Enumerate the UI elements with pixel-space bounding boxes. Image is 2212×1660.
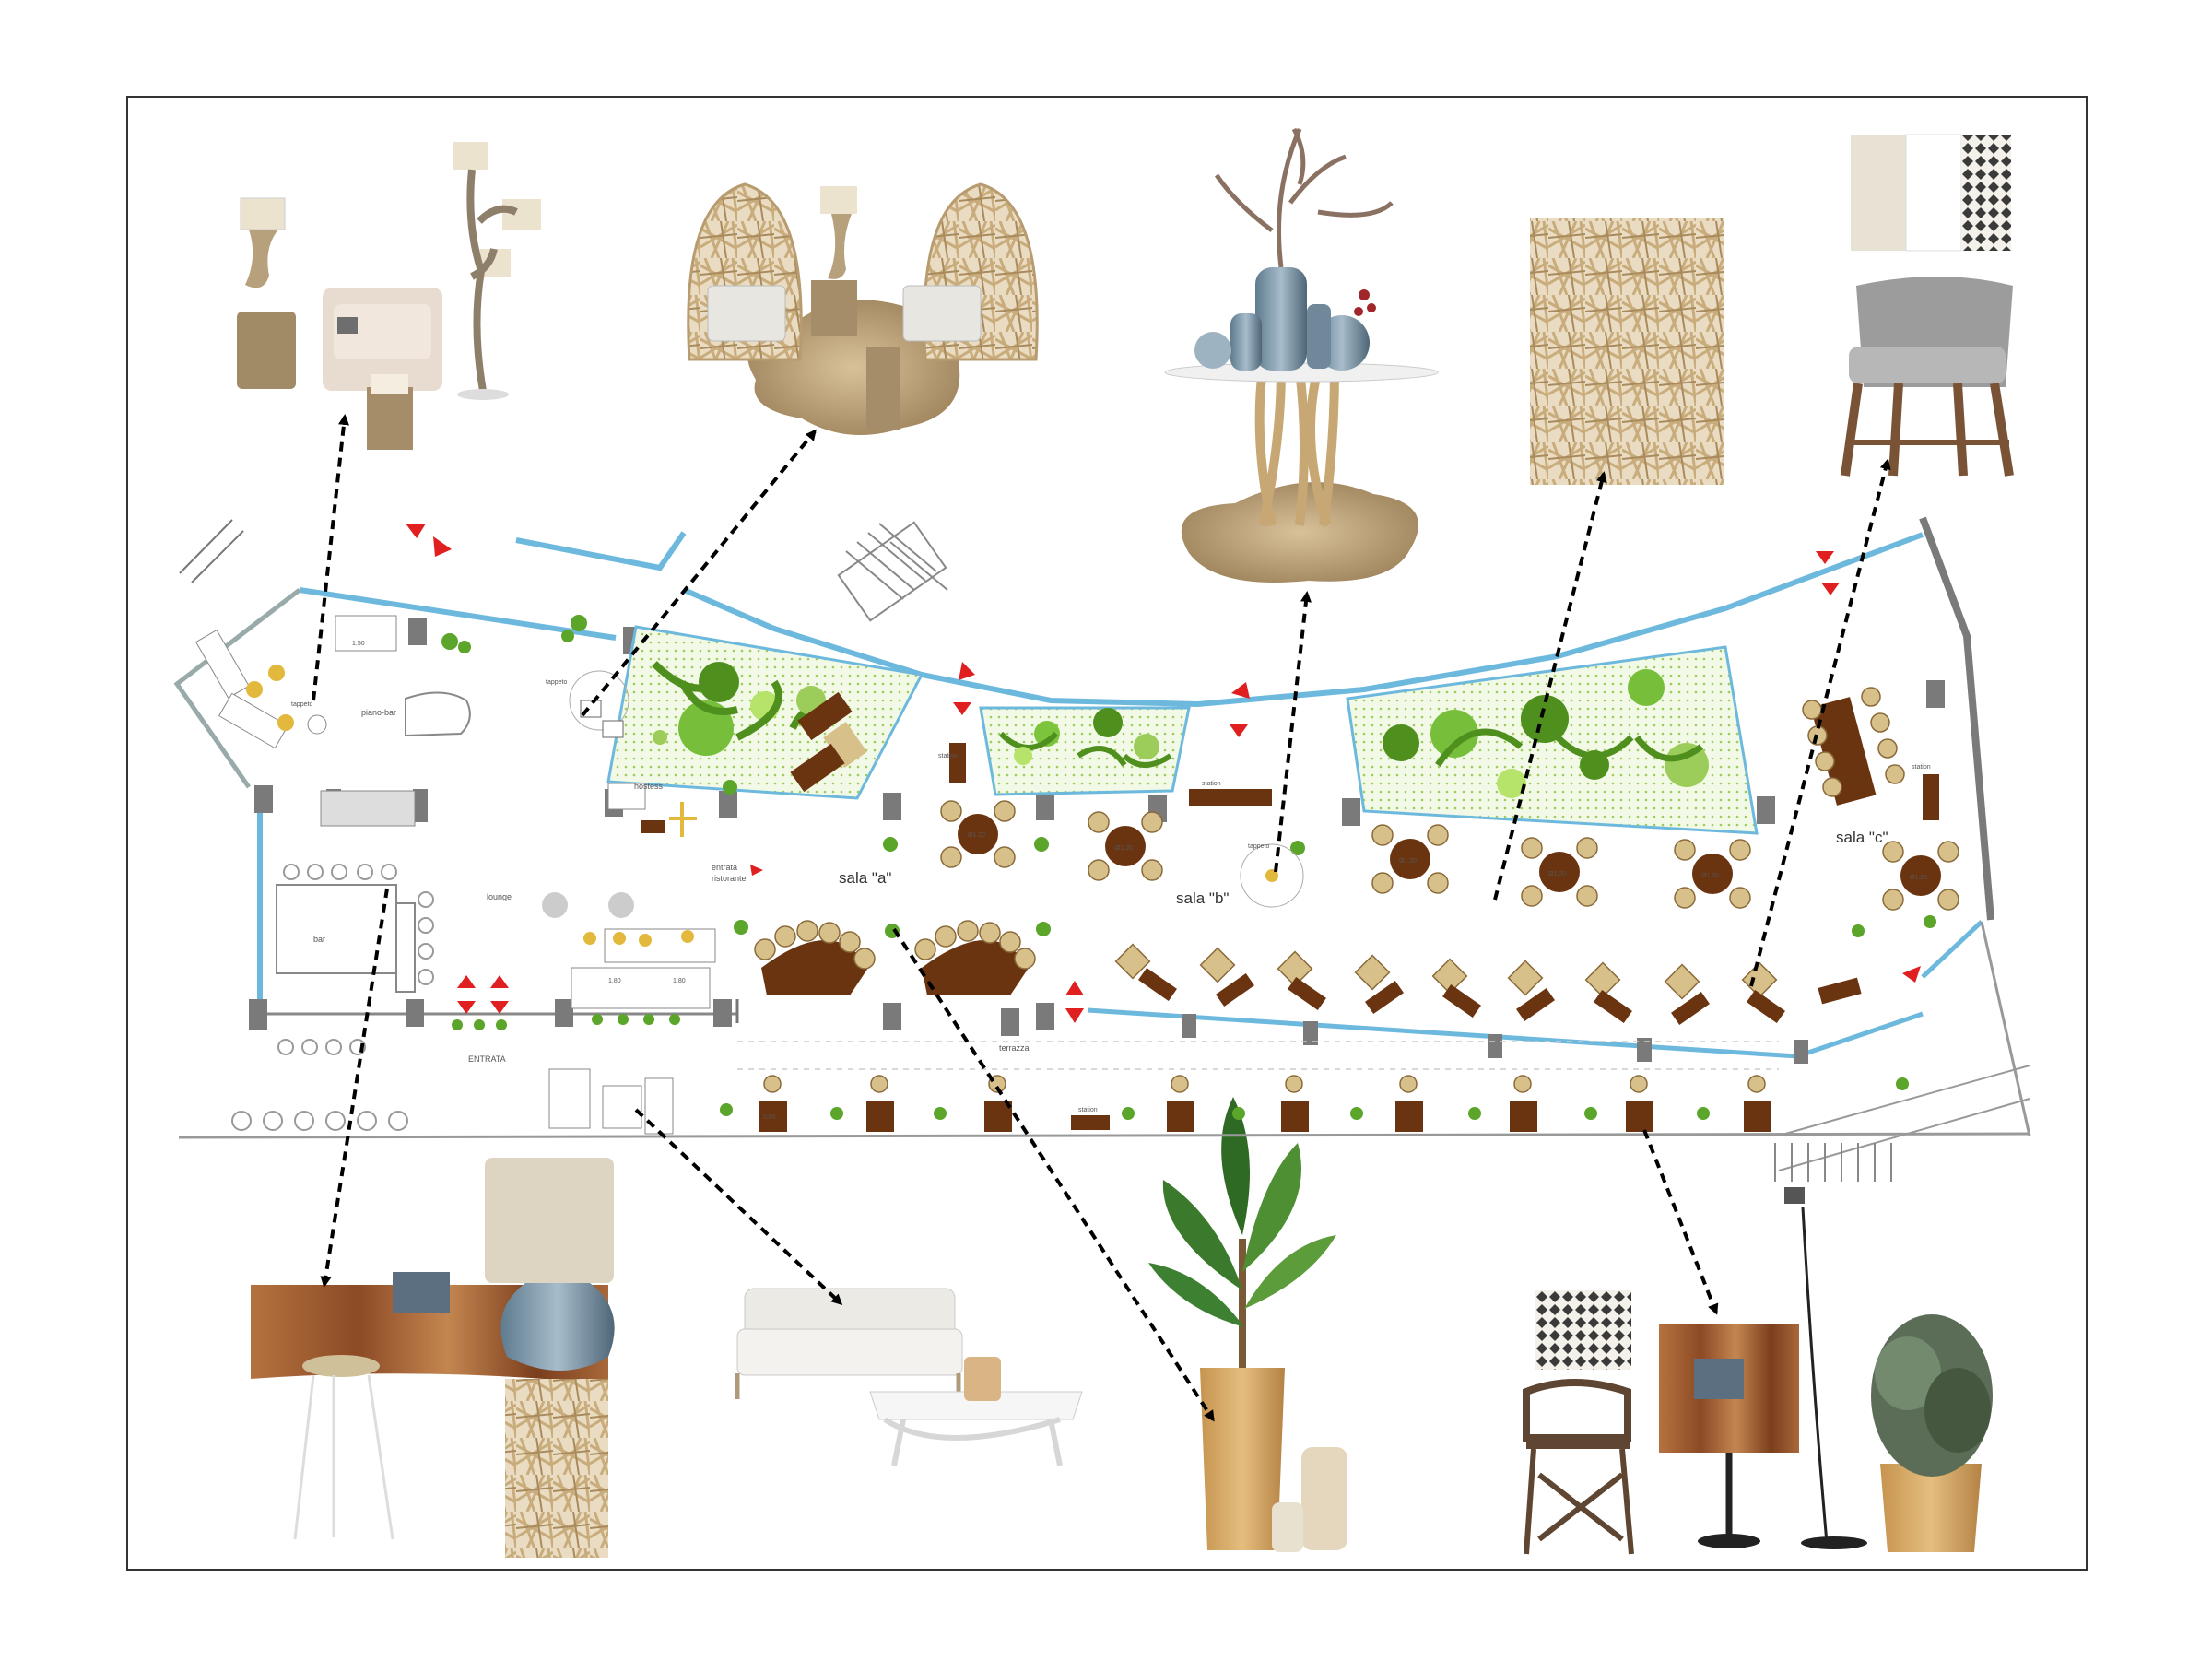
stair-bottom xyxy=(1774,1143,1892,1182)
label-entrata: ENTRATA xyxy=(468,1054,506,1064)
bar-counter xyxy=(276,884,397,974)
floor-plan: piano-bar tappeto tappeto tappeto hostes… xyxy=(173,516,2031,1182)
moodboard-item-driftwood-lamps xyxy=(237,142,541,450)
lounge-sofa-1 xyxy=(320,790,416,827)
lounge-sofa-2 xyxy=(571,967,711,1009)
label-bar: bar xyxy=(313,935,325,944)
wall-east xyxy=(1919,516,1994,921)
stair-top xyxy=(837,521,948,622)
bar-stools xyxy=(231,864,434,1131)
label-station-4: station xyxy=(1078,1107,1098,1113)
station-desk-2 xyxy=(1189,789,1272,806)
piano xyxy=(405,691,471,737)
station-desk-3 xyxy=(1923,774,1939,820)
paired-tables-row xyxy=(1114,943,1785,1026)
stair-lines xyxy=(179,519,244,583)
connector-1 xyxy=(312,414,349,701)
label-hostess: hostess xyxy=(634,782,664,791)
hostess-desk xyxy=(607,783,646,810)
glass-wall-2 xyxy=(515,531,687,571)
columns xyxy=(249,618,1945,1064)
round-tables xyxy=(940,800,1959,911)
dim-6: Ø1.20 xyxy=(1399,858,1417,865)
dim-9: Ø1.20 xyxy=(1910,875,1927,881)
glass-wall-main xyxy=(682,532,1924,708)
connector-arrows xyxy=(312,414,1891,1422)
connector-6 xyxy=(320,888,389,1288)
label-tappeto-1: tappeto xyxy=(546,679,567,686)
dim-2: 1.80 xyxy=(608,978,621,984)
dim-5: Ø1.20 xyxy=(1115,845,1133,852)
connector-8 xyxy=(892,927,1215,1422)
label-entrata-ristorante-1: entrata xyxy=(712,863,737,872)
moodboard-item-sofa xyxy=(735,1288,1083,1466)
glass-wall-1 xyxy=(299,587,617,641)
garden-2 xyxy=(979,706,1191,796)
garden-1 xyxy=(606,625,924,800)
glass-wall-se xyxy=(1921,920,1983,979)
label-station-2: station xyxy=(1202,781,1221,787)
plants xyxy=(441,615,1936,1120)
label-tappeto-3: tappeto xyxy=(291,701,312,708)
dim-10: 0.80 xyxy=(763,1114,776,1121)
station-desk-1 xyxy=(949,743,966,783)
terrace-grid xyxy=(737,1041,1779,1070)
connector-2 xyxy=(581,429,817,717)
dim-4: Ø1.20 xyxy=(968,832,985,839)
terrace-edge xyxy=(178,1132,2030,1139)
booth-row xyxy=(790,691,867,793)
label-terrazza: terrazza xyxy=(999,1043,1030,1053)
connector-4 xyxy=(1493,471,1607,901)
dim-1: 1.50 xyxy=(352,641,365,647)
wall-piano-bar xyxy=(173,588,301,789)
label-lounge: lounge xyxy=(487,892,512,901)
connector-3 xyxy=(1274,591,1312,873)
garden-3 xyxy=(1346,645,1759,835)
moodboard-item-branch-texture xyxy=(1530,218,1724,485)
label-entrata-ristorante-2: ristorante xyxy=(712,874,747,883)
label-station-1: station xyxy=(938,753,958,759)
tappeto-circle-1 xyxy=(569,670,629,731)
dim-7: Ø1.20 xyxy=(1548,871,1566,877)
moodboard-item-branch-table xyxy=(1164,127,1439,583)
label-station-3: station xyxy=(1912,764,1931,771)
label-tappeto-2: tappeto xyxy=(1248,843,1269,850)
red-direction-arrows xyxy=(406,524,1921,1023)
lounge-chair xyxy=(542,892,568,918)
connector-5 xyxy=(1749,458,1891,987)
label-sala-a: sala "a" xyxy=(839,869,891,887)
label-sala-b: sala "b" xyxy=(1176,889,1229,907)
sala-a-tables xyxy=(754,920,1036,995)
terrace-tables xyxy=(759,1075,1771,1132)
entrance-door-1 xyxy=(548,1068,591,1129)
station-desk-4 xyxy=(1818,977,1862,1005)
moodboard-item-wood-bar xyxy=(251,1158,615,1558)
connector-7 xyxy=(634,1108,843,1306)
dim-8: Ø1.20 xyxy=(1701,873,1719,879)
sala-c-long-table xyxy=(1802,687,1905,806)
dim-3: 1.80 xyxy=(673,978,686,984)
connector-9 xyxy=(1642,1129,1719,1315)
tappeto-circle-2 xyxy=(1240,843,1304,908)
moodboard-item-grey-chair xyxy=(1841,134,2014,477)
board-frame xyxy=(126,96,2088,1571)
moodboard-item-chair-sign-olive xyxy=(1523,1187,1993,1555)
label-sala-c: sala "c" xyxy=(1836,829,1888,846)
moodboard-item-banana-plant xyxy=(1148,1097,1347,1552)
moodboard-item-woven-chairs xyxy=(687,182,1039,435)
label-piano-bar: piano-bar xyxy=(361,708,396,717)
